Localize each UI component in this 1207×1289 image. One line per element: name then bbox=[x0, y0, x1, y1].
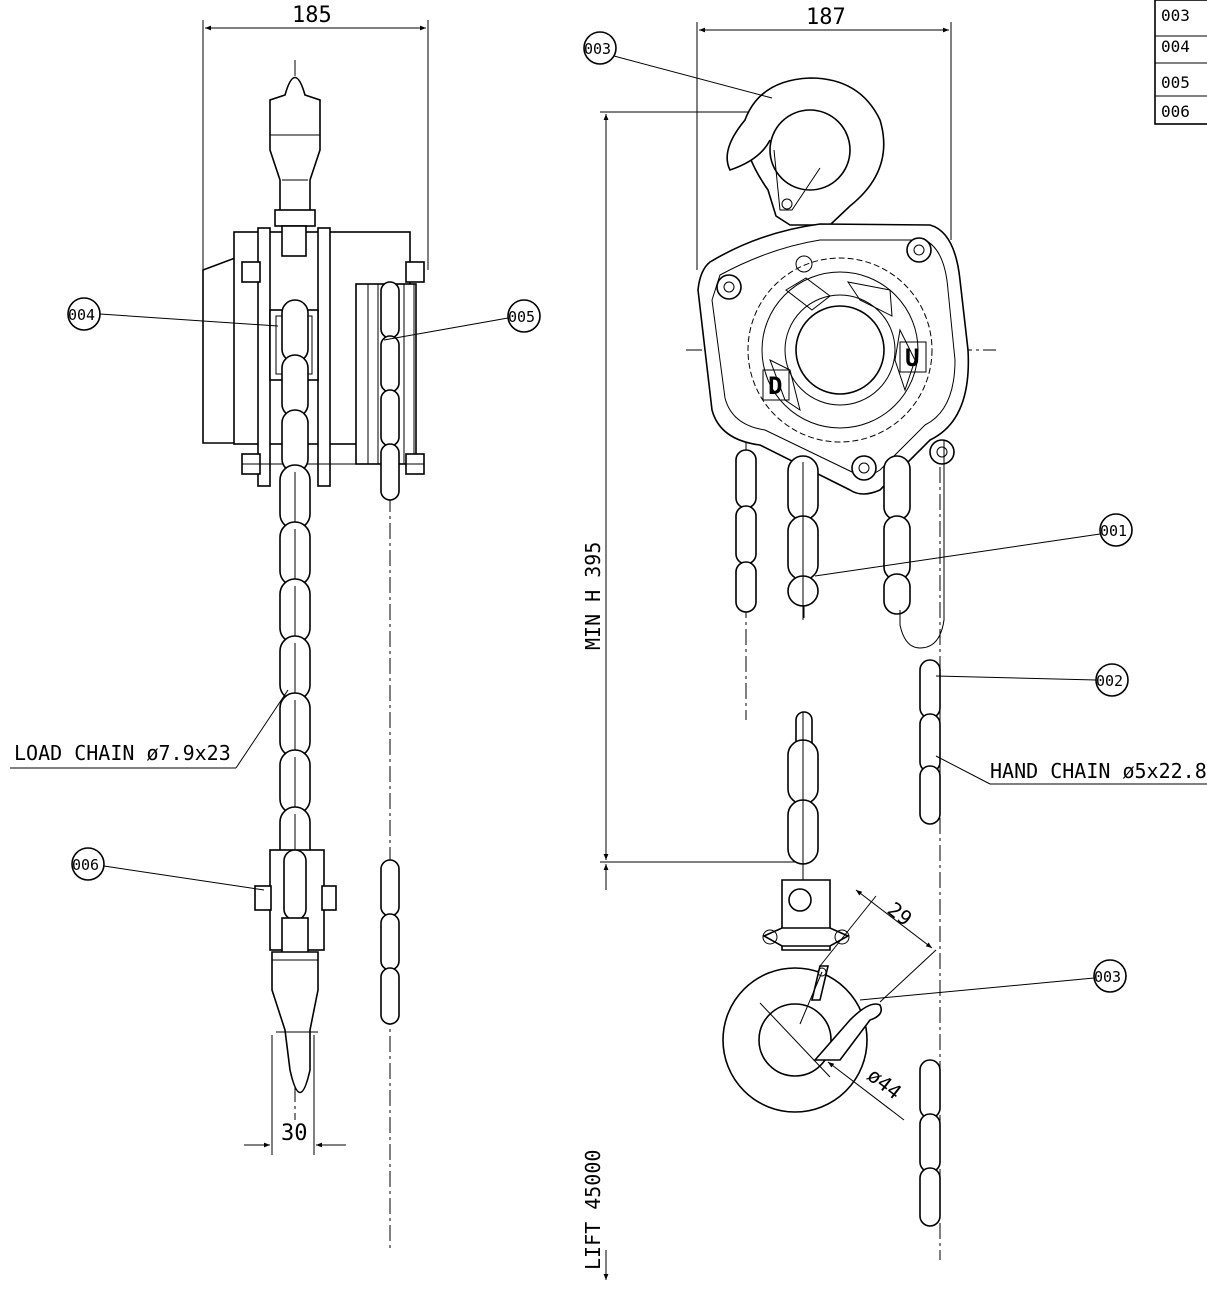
parts-list-row-2: 004 bbox=[1161, 37, 1190, 56]
dimension-hook-opening: 29 bbox=[883, 897, 917, 931]
balloon-004: 004 bbox=[68, 306, 95, 324]
balloon-006: 006 bbox=[72, 856, 99, 874]
balloon-003-top: 003 bbox=[584, 40, 611, 58]
dimension-min-height: MIN H 395 bbox=[581, 542, 605, 650]
parts-list-row-4: 006 bbox=[1161, 102, 1190, 121]
dimension-width-side: 185 bbox=[292, 3, 332, 28]
balloon-005: 005 bbox=[508, 308, 535, 326]
parts-list-row-3: 005 bbox=[1161, 73, 1190, 92]
balloon-001: 001 bbox=[1100, 522, 1127, 540]
balloon-002: 002 bbox=[1096, 672, 1123, 690]
load-chain-label: LOAD CHAIN ø7.9x23 bbox=[14, 741, 231, 765]
dimension-hook-width: 30 bbox=[281, 1121, 308, 1146]
letter-u: U bbox=[905, 344, 919, 372]
dimension-lift: LIFT 45000 bbox=[581, 1150, 605, 1270]
balloon-003-bottom: 003 bbox=[1094, 968, 1121, 986]
side-view: 185 bbox=[10, 3, 541, 1250]
front-view: 187 MIN H 395 LIFT 45000 bbox=[581, 5, 1207, 1280]
dimension-width-front: 187 bbox=[806, 5, 846, 30]
parts-list-table: 003 004 005 006 bbox=[1154, 0, 1207, 125]
letter-d: D bbox=[768, 372, 782, 400]
hand-chain-label: HAND CHAIN ø5x22.8 bbox=[990, 759, 1207, 783]
dimension-hook-diameter: ø44 bbox=[863, 1063, 906, 1104]
parts-list-row-1: 003 bbox=[1161, 6, 1190, 25]
